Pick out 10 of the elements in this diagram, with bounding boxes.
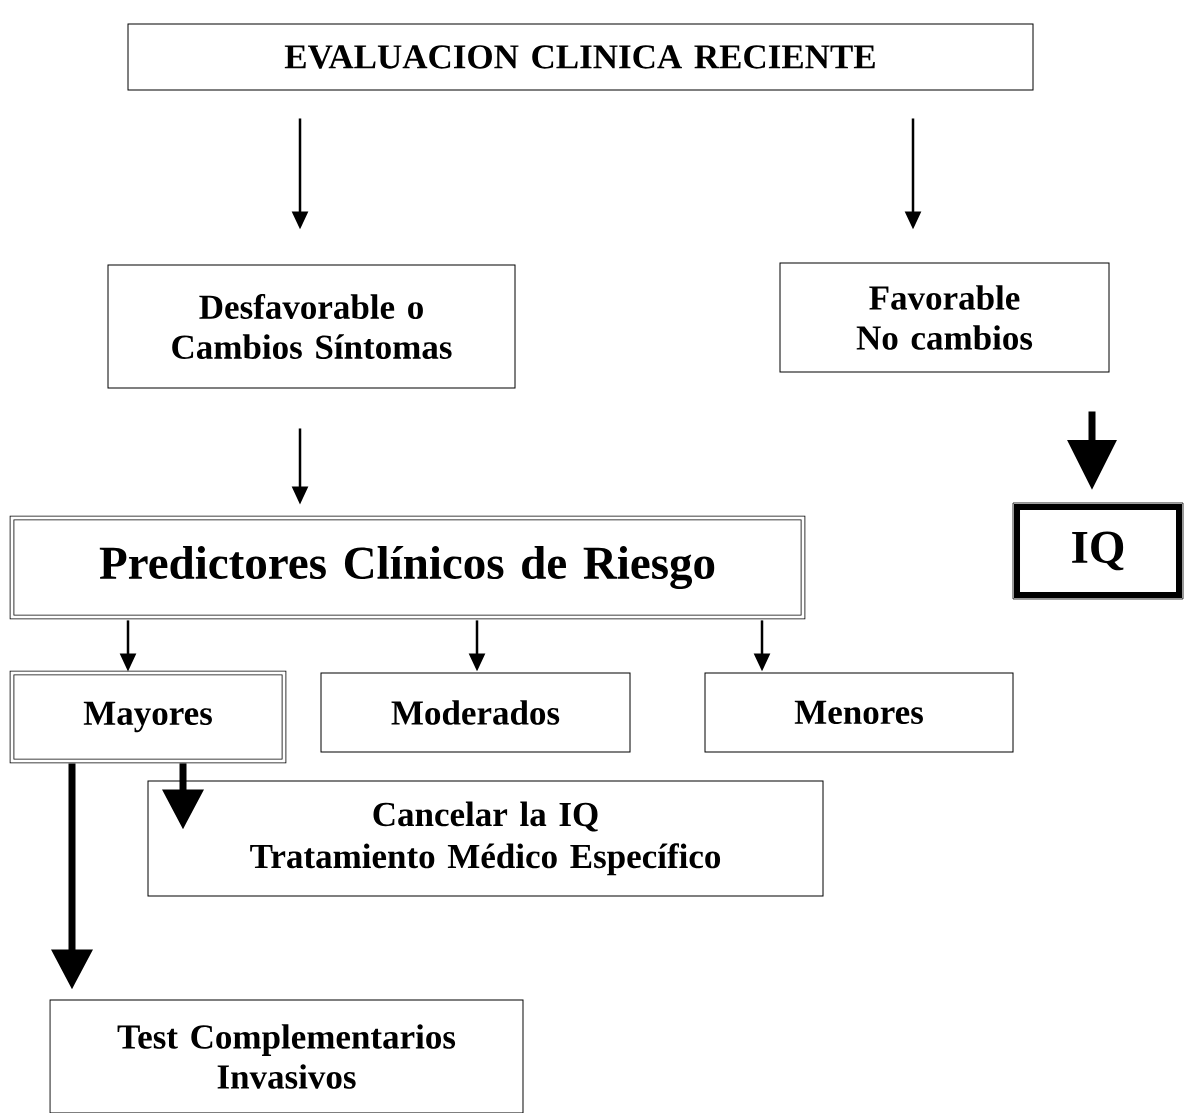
process-box: Desfavorable o Cambios Síntomas bbox=[107, 264, 516, 389]
process-box: Moderados bbox=[320, 672, 631, 753]
process-box: IQ bbox=[1012, 502, 1184, 600]
process-box: Predictores Clínicos de Riesgo bbox=[9, 515, 806, 620]
process-box: Test Complementarios Invasivos bbox=[49, 999, 524, 1113]
title-box: EVALUACION CLINICA RECIENTE bbox=[127, 23, 1034, 91]
process-box: Mayores bbox=[9, 670, 287, 764]
process-box: Favorable No cambios bbox=[779, 262, 1110, 373]
process-box: Menores bbox=[704, 672, 1014, 753]
process-box: Cancelar la IQ Tratamiento Médico Específico bbox=[147, 780, 824, 897]
